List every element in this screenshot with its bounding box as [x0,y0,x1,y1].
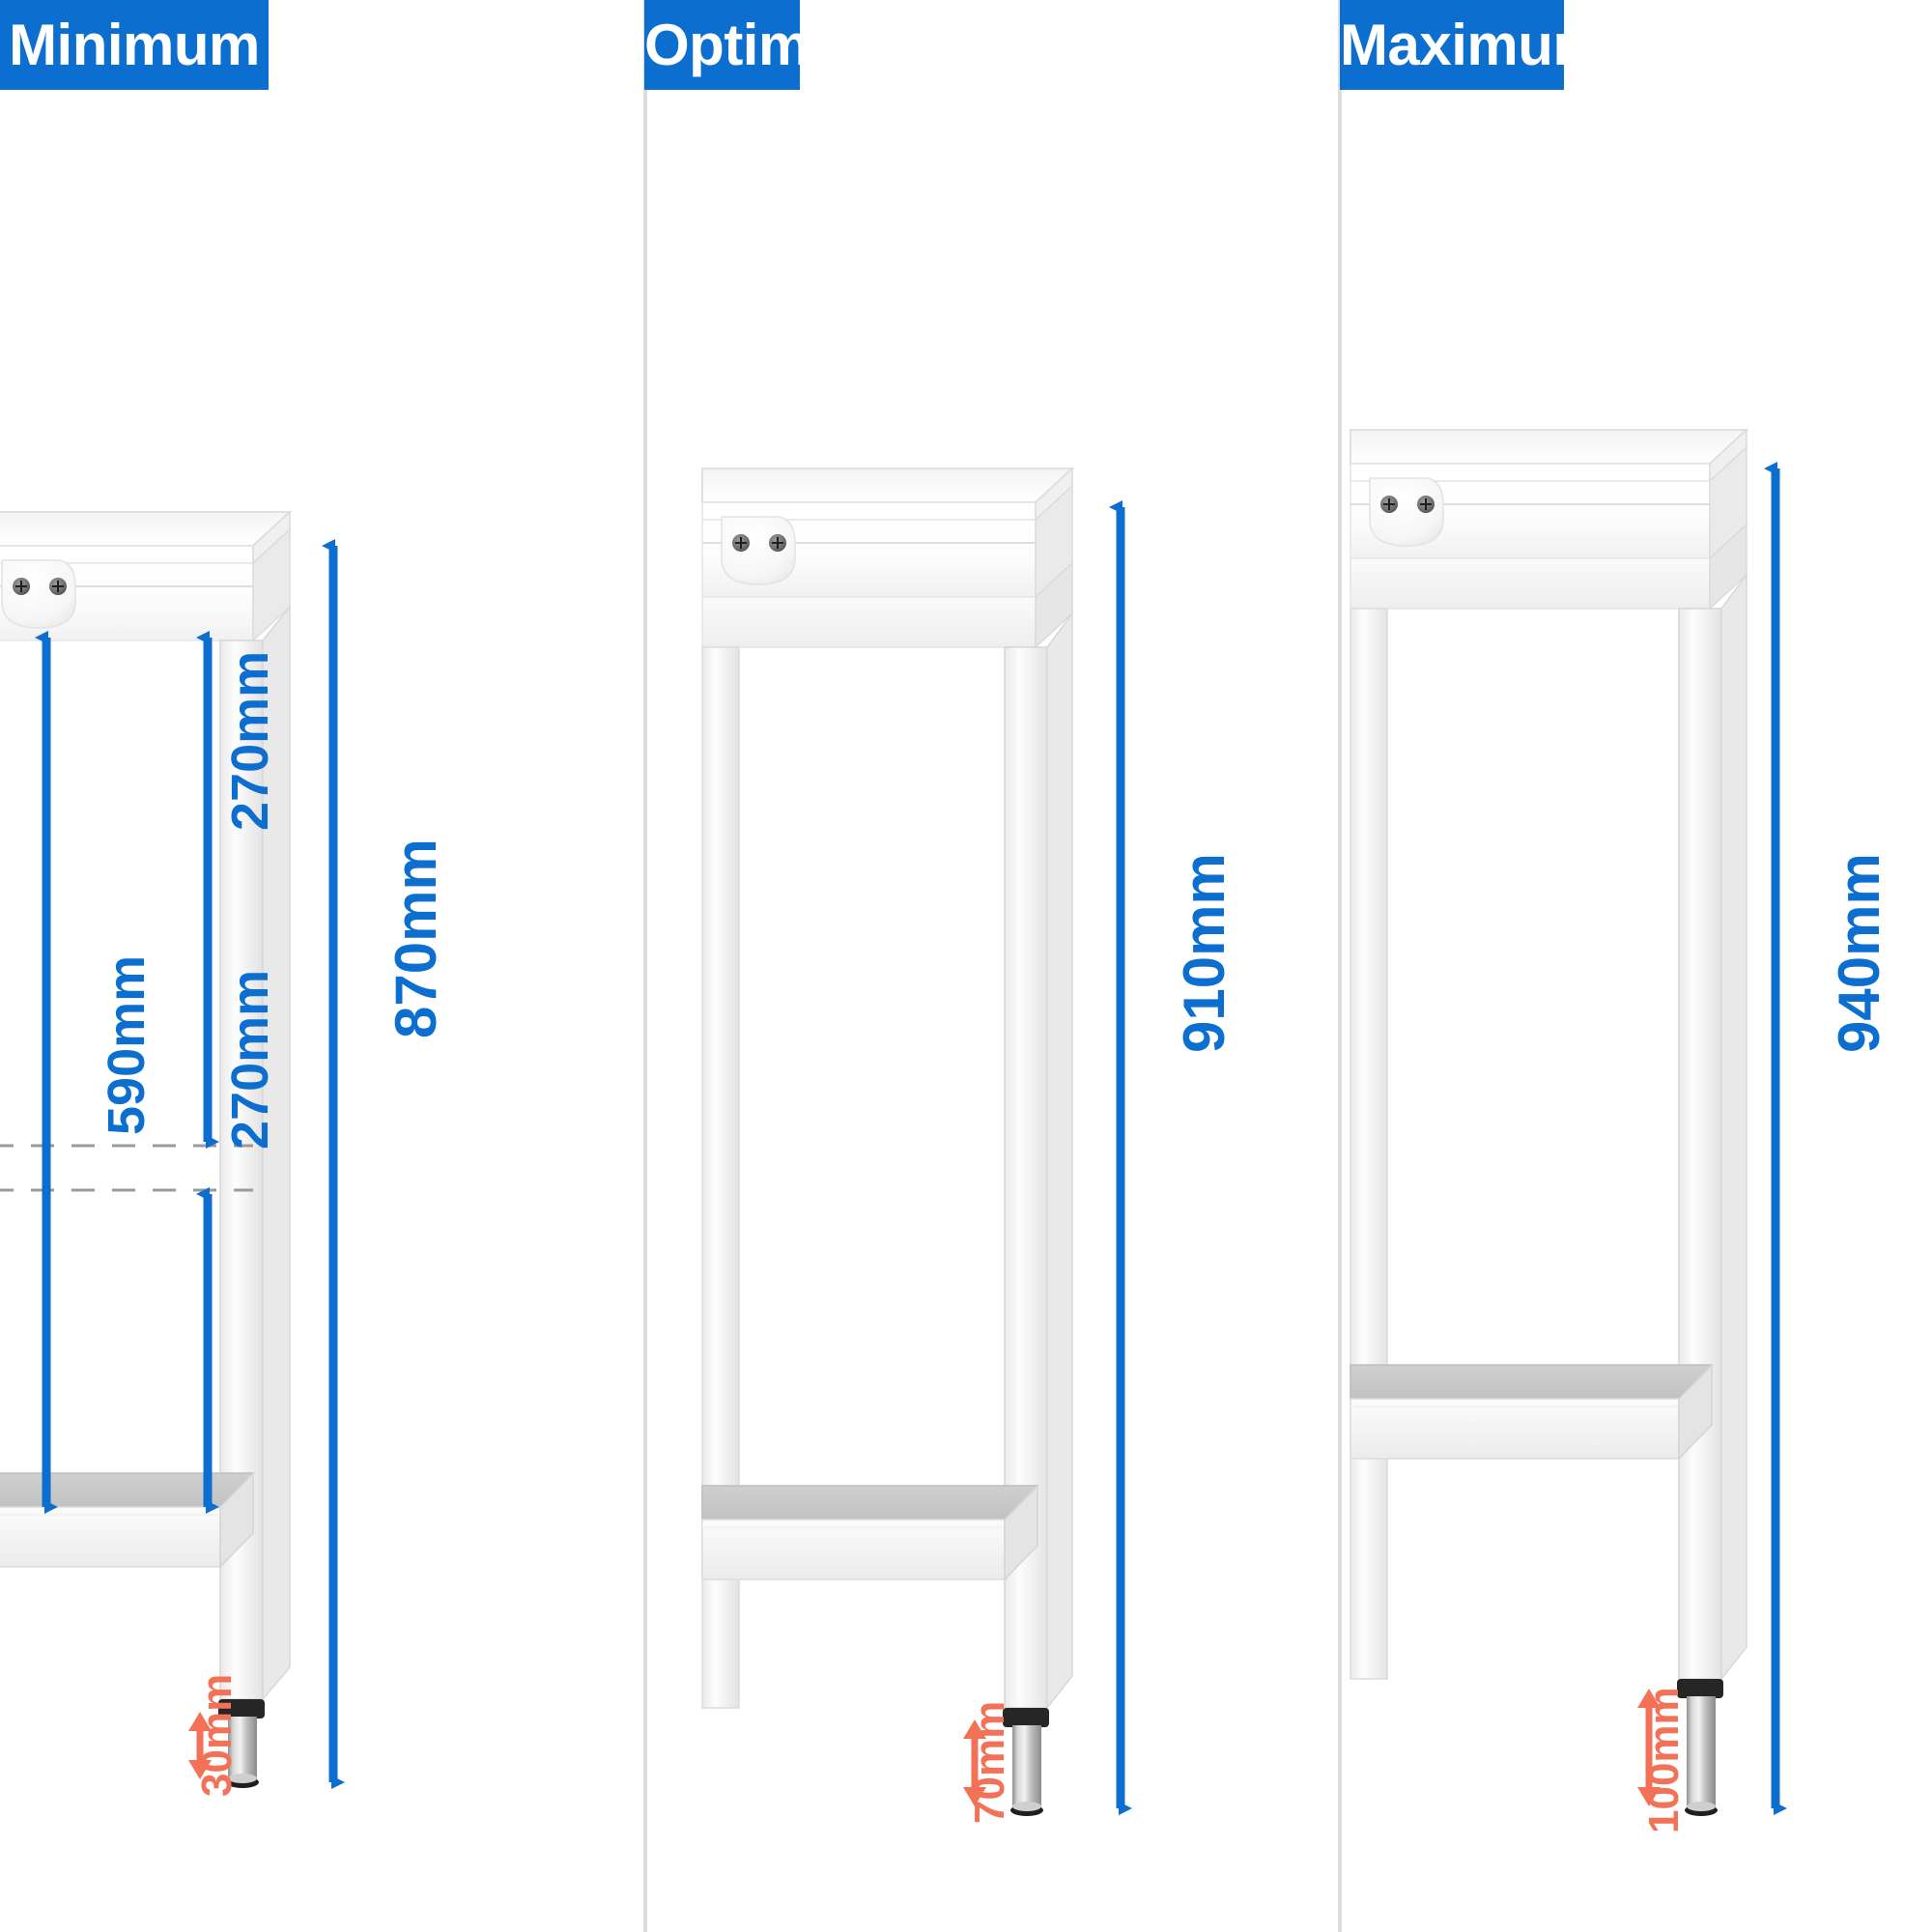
dimension-label-870mm: 870mm [384,838,448,1038]
panel-maximum-table [1350,428,1749,1816]
panel-optimal-table [701,467,1075,1816]
panel-badge-maximum: Maximum [1340,0,1605,90]
dimension-label-590mm: 590mm [98,954,156,1135]
dimension-label-910mm: 910mm [1172,853,1236,1053]
dimension-arrow-70mm [963,1719,986,1806]
panel-badge-minimum: Minimum [0,0,269,90]
panel-badge-optimal: Optimal [644,0,857,90]
dimension-arrow-30mm [188,1712,212,1779]
dimension-label-100mm: 100mm [1640,1687,1688,1833]
dimension-label-70mm: 70mm [966,1700,1013,1824]
dimension-label-30mm: 30mm [193,1673,241,1797]
dimension-label-940mm: 940mm [1827,853,1891,1053]
dimension-arrow-100mm [1637,1689,1661,1806]
dimension-label-270mm-lower: 270mm [221,969,279,1150]
guide-lines-minimum [0,1144,253,1192]
panel-minimum-table [0,510,293,1788]
dimension-label-270mm-upper: 270mm [221,650,279,831]
panel-dividers [643,0,1342,1932]
